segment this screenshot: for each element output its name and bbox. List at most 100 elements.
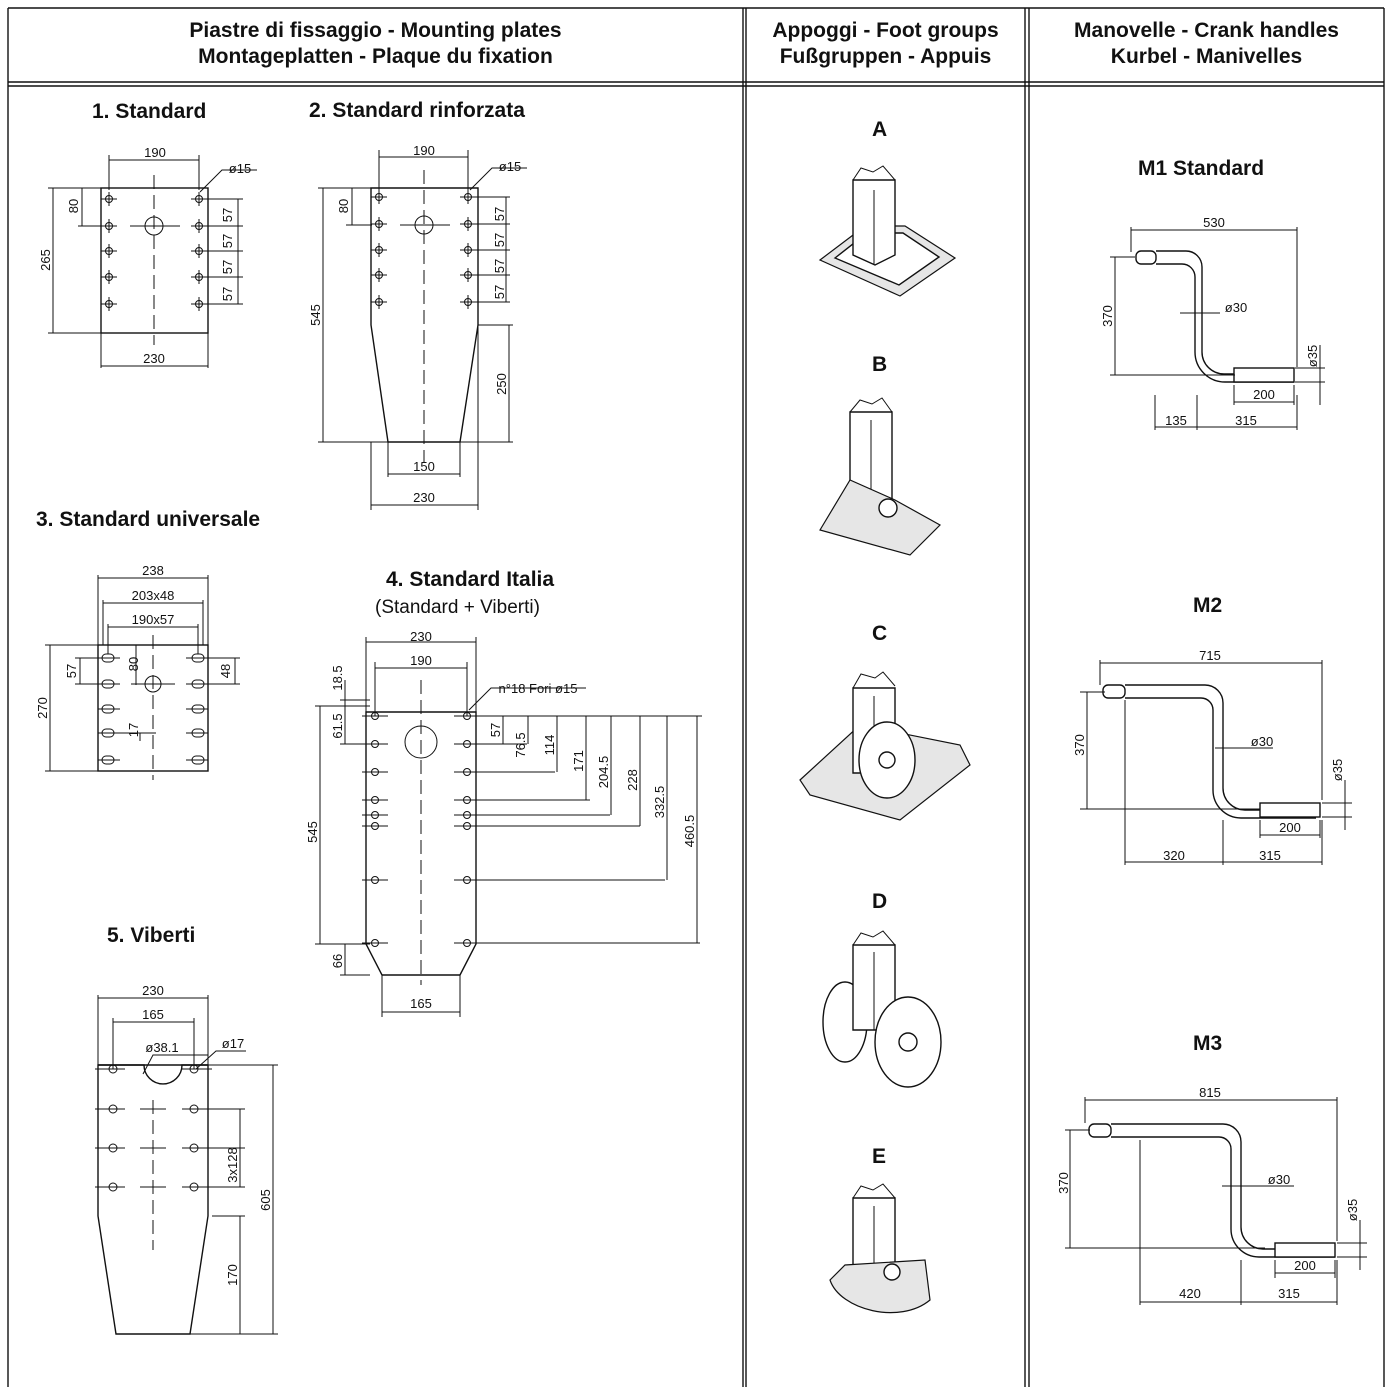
dimension-label: 165 xyxy=(142,1007,164,1022)
dimension-label: 80 xyxy=(66,199,81,213)
foot-a-drawing xyxy=(818,165,957,297)
dimension-label: 265 xyxy=(38,249,53,271)
dimension-label: 250 xyxy=(494,373,509,395)
dimension-label: 315 xyxy=(1278,1286,1300,1301)
dimension-label: 76.5 xyxy=(513,732,528,757)
dimension-label: 57 xyxy=(220,208,235,222)
dimension-label: 3x128 xyxy=(225,1147,240,1182)
dimension-label: 114 xyxy=(542,735,557,756)
plate-3-drawing xyxy=(45,575,240,780)
dimension-label: 545 xyxy=(305,821,320,843)
header-feet-line-2: Fußgruppen - Appuis xyxy=(779,45,992,68)
dimension-label: 57 xyxy=(492,259,507,273)
dimension-label: ø30 xyxy=(1268,1172,1290,1187)
dimension-label: 135 xyxy=(1165,413,1187,428)
dimension-label: 370 xyxy=(1056,1172,1071,1194)
foot-d-drawing xyxy=(822,930,942,1088)
plate-4-title: 4. Standard Italia xyxy=(386,568,555,591)
plate-5-title: 5. Viberti xyxy=(107,924,196,947)
dimension-label: ø15 xyxy=(229,161,251,176)
dimension-label: 605 xyxy=(258,1189,273,1211)
crank-m2-drawing xyxy=(1080,660,1352,865)
plate-2-title: 2. Standard rinforzata xyxy=(309,99,525,122)
dimension-label: 57 xyxy=(488,723,503,737)
plate-2-drawing xyxy=(318,150,527,510)
crank-m1-title: M1 Standard xyxy=(1138,157,1265,180)
crank-m3-title: M3 xyxy=(1193,1032,1223,1055)
foot-c-label: C xyxy=(872,622,888,645)
dimension-label: 230 xyxy=(413,490,435,505)
dimension-label: ø17 xyxy=(222,1036,244,1051)
dimension-label: 61.5 xyxy=(330,713,345,738)
dimension-label: 190 xyxy=(144,145,166,160)
dimension-label: 57 xyxy=(492,207,507,221)
plate-4-subtitle: (Standard + Viberti) xyxy=(375,597,540,618)
dimension-label: 200 xyxy=(1253,387,1275,402)
dimension-label: n°18 Fori ø15 xyxy=(499,681,578,696)
dimension-label: 320 xyxy=(1163,848,1185,863)
plate-3-title: 3. Standard universale xyxy=(36,508,261,531)
foot-e-drawing xyxy=(829,1183,931,1314)
crank-m1-drawing xyxy=(1110,227,1325,430)
dimension-label: ø30 xyxy=(1225,300,1247,315)
dimension-label: ø38.1 xyxy=(145,1040,178,1055)
header-cranks-line-1: Manovelle - Crank handles xyxy=(1074,19,1339,42)
plate-1-title: 1. Standard xyxy=(92,100,207,123)
foot-b-drawing xyxy=(819,397,941,556)
dimension-label: 80 xyxy=(336,199,351,213)
crank-m2-title: M2 xyxy=(1193,594,1223,617)
dimension-label: 715 xyxy=(1199,648,1221,663)
dimension-label: 57 xyxy=(220,234,235,248)
dimension-label: ø35 xyxy=(1345,1199,1360,1221)
dimension-label: 420 xyxy=(1179,1286,1201,1301)
dimension-label: 200 xyxy=(1279,820,1301,835)
foot-b-label: B xyxy=(872,353,888,376)
header-feet: Appoggi - Foot groups Fußgruppen - Appui… xyxy=(746,8,1025,80)
dimension-label: 190 xyxy=(410,653,432,668)
dimension-label: 270 xyxy=(35,697,50,719)
foot-c-drawing xyxy=(799,671,971,821)
dimension-label: 170 xyxy=(225,1264,240,1286)
dimension-label: 332.5 xyxy=(652,786,667,819)
dimension-label: 190x57 xyxy=(132,612,175,627)
dimension-label: 370 xyxy=(1100,305,1115,327)
dimension-label: 545 xyxy=(308,304,323,326)
dimension-label: 230 xyxy=(142,983,164,998)
dimension-label: 57 xyxy=(220,287,235,301)
dimension-label: 57 xyxy=(220,260,235,274)
dimension-label: 57 xyxy=(492,285,507,299)
table-frame xyxy=(7,7,1385,1387)
plate-4-drawing xyxy=(315,637,702,1017)
crank-m3-drawing xyxy=(1065,1097,1367,1305)
plate-5-drawing xyxy=(95,995,278,1335)
dimension-label: 203x48 xyxy=(132,588,175,603)
foot-e-label: E xyxy=(872,1145,887,1168)
dimension-label: 48 xyxy=(218,664,233,678)
dimension-label: 315 xyxy=(1235,413,1257,428)
dimension-label: 80 xyxy=(126,657,141,671)
dimension-label: 66 xyxy=(330,954,345,968)
dimension-label: 460.5 xyxy=(682,815,697,848)
dimension-label: 57 xyxy=(492,233,507,247)
dimension-labels: 190 ø15 80 265 57 57 57 57 230 190 ø15 80 57 57 57 57 54… xyxy=(35,143,1360,1301)
dimension-label: 370 xyxy=(1072,734,1087,756)
dimension-label: 57 xyxy=(64,664,79,678)
dimension-label: 171 xyxy=(571,750,586,772)
dimension-label: ø35 xyxy=(1330,759,1345,781)
dimension-label: ø30 xyxy=(1251,734,1273,749)
dimension-label: 530 xyxy=(1203,215,1225,230)
dimension-label: 228 xyxy=(625,769,640,791)
dimension-label: ø15 xyxy=(499,159,521,174)
header-feet-line-1: Appoggi - Foot groups xyxy=(772,19,999,42)
foot-d-label: D xyxy=(872,890,888,913)
dimension-label: 190 xyxy=(413,143,435,158)
dimension-label: 230 xyxy=(143,351,165,366)
dimension-label: 230 xyxy=(410,629,432,644)
dimension-label: 18.5 xyxy=(330,665,345,690)
dimension-label: 815 xyxy=(1199,1085,1221,1100)
header-cranks-line-2: Kurbel - Manivelles xyxy=(1110,45,1303,68)
header-plates: Piastre di fissaggio - Mounting plates M… xyxy=(8,8,743,80)
dimension-label: 200 xyxy=(1294,1258,1316,1273)
dimension-label: 238 xyxy=(142,563,164,578)
